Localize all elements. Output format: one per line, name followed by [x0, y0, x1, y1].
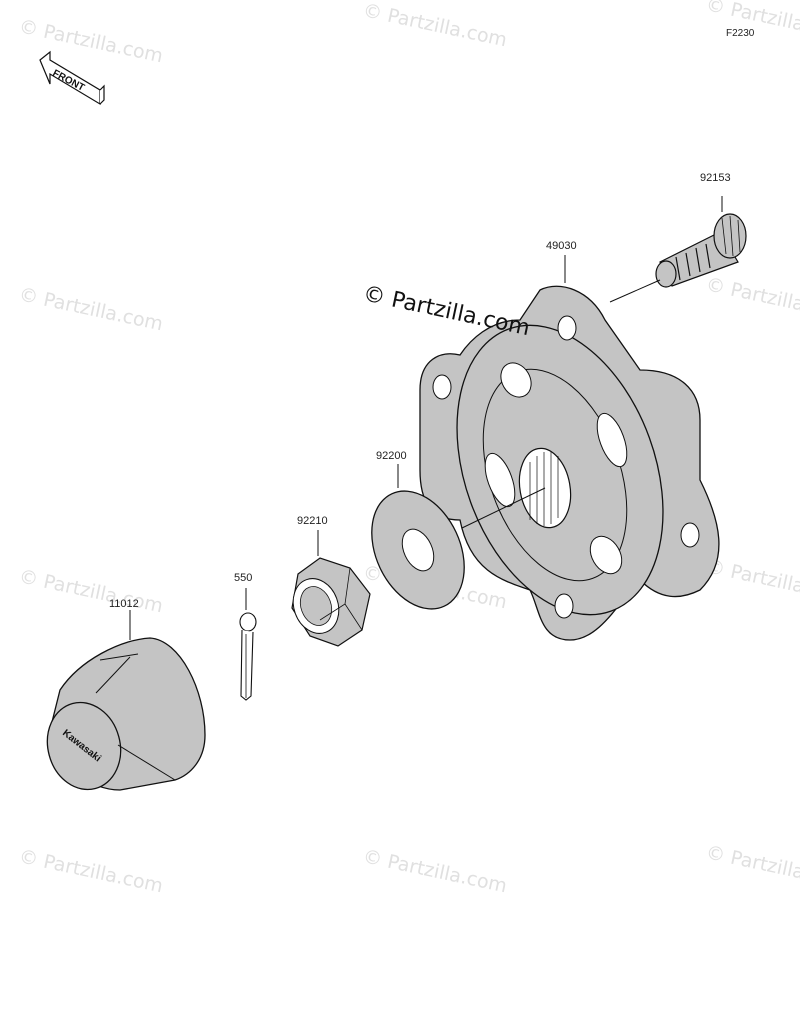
- watermark: © Partzilla.com: [704, 555, 800, 607]
- washer-92200[interactable]: 92200: [354, 450, 483, 624]
- part-number-label: 11012: [109, 598, 139, 610]
- cotter-pin-550[interactable]: 550: [234, 572, 257, 701]
- hub-49030[interactable]: 49030: [419, 240, 720, 643]
- figure-code: F2230: [726, 28, 755, 39]
- watermark: © Partzilla.com: [17, 565, 165, 617]
- part-number-label: 550: [234, 572, 252, 584]
- watermark-main: © Partzilla.com: [361, 281, 532, 341]
- watermark: © Partzilla.com: [17, 283, 165, 335]
- watermark: © Partzilla.com: [361, 845, 509, 897]
- part-number-label: 49030: [546, 240, 577, 252]
- stud-bolt-92153[interactable]: 92153: [655, 172, 747, 288]
- part-number-label: 92153: [700, 172, 731, 184]
- watermark: © Partzilla.com: [361, 0, 509, 51]
- watermark: © Partzilla.com: [17, 15, 165, 67]
- cap-11012[interactable]: Kawasaki 11012: [38, 598, 206, 798]
- front-arrow-icon: FRONT: [39, 50, 105, 106]
- nut-92210[interactable]: 92210: [286, 515, 371, 647]
- watermark: © Partzilla.com: [17, 845, 165, 897]
- part-number-label: 92210: [297, 515, 328, 527]
- watermark: © Partzilla.com: [704, 841, 800, 893]
- watermark: © Partzilla.com: [704, 273, 800, 325]
- part-number-label: 92200: [376, 450, 407, 462]
